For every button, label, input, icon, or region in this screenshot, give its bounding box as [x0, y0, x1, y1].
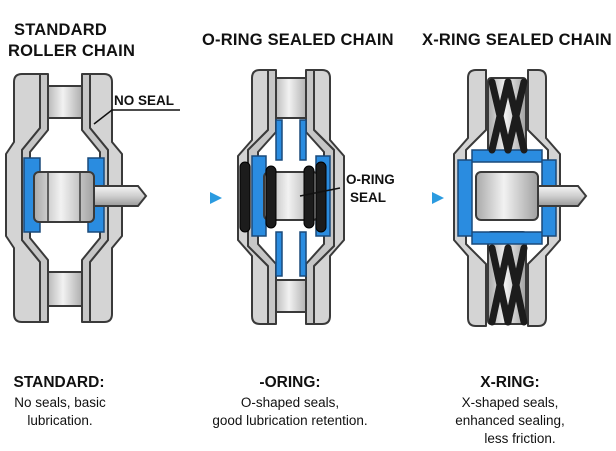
oring-seal-right-inner [303, 165, 315, 229]
xring-caption-line-2: enhanced sealing, [455, 413, 565, 428]
oring-leader-line [299, 187, 341, 197]
xring-seals [488, 78, 528, 326]
standard-top-roller [43, 85, 87, 119]
oring-lubrication-bushing [251, 119, 331, 277]
xring-seal-top-right [504, 78, 528, 154]
standard-caption-line-2: lubrication. [27, 413, 93, 428]
oring-caption-title: -ORING: [259, 374, 321, 391]
xring-left-outer-plate [453, 69, 487, 327]
xring-caption-line-1: X-shaped seals, [461, 395, 559, 410]
standard-center-roller [33, 171, 95, 223]
oring-seal-left-inner [265, 165, 277, 229]
xring-seal-top-left [488, 78, 512, 154]
xring-caption-title: X-RING: [480, 374, 540, 391]
standard-title-line-2: ROLLER CHAIN [8, 42, 136, 60]
xring-right-outer-plate [527, 69, 561, 327]
oring-right-inner-plate [305, 69, 335, 325]
xring-caption-line-3: less friction. [484, 431, 556, 446]
oring-arrow-icon [210, 192, 222, 204]
xring-seal-bottom-left [488, 244, 512, 326]
oring-chain-drawing [237, 69, 345, 325]
oring-caption-line-2: good lubrication retention. [212, 413, 368, 428]
oring-callout-line-2: SEAL [350, 190, 387, 205]
oring-caption-line-1: O-shaped seals, [240, 395, 340, 410]
oring-callout-line-1: O-RING [346, 172, 395, 187]
standard-caption-line-1: No seals, basic [14, 395, 106, 410]
xring-arrow-icon [432, 192, 444, 204]
oring-right-outer-plate [313, 69, 345, 325]
xring-center-roller [475, 171, 539, 221]
standard-title-line-1: STANDARD [14, 21, 107, 39]
standard-chain-drawing [5, 73, 123, 323]
standard-left-inner-plate [21, 73, 49, 323]
standard-right-outer-plate [89, 73, 123, 323]
xring-lubrication-bushing [457, 149, 557, 245]
oring-seal-right-outer [315, 161, 327, 233]
oring-title: O-RING SEALED CHAIN [202, 31, 394, 49]
xring-title: X-RING SEALED CHAIN [422, 31, 612, 49]
standard-right-inner-plate [81, 73, 109, 323]
standard-caption-title: STANDARD: [13, 374, 105, 391]
standard-pin [93, 185, 148, 207]
standard-bottom-roller [43, 271, 87, 307]
oring-seals [239, 161, 327, 233]
oring-seal-left-outer [239, 161, 251, 233]
no-seal-leader-line [93, 109, 180, 125]
xring-pin [537, 185, 588, 207]
no-seal-callout: NO SEAL [114, 93, 175, 108]
xring-seal-bottom-right [504, 244, 528, 326]
